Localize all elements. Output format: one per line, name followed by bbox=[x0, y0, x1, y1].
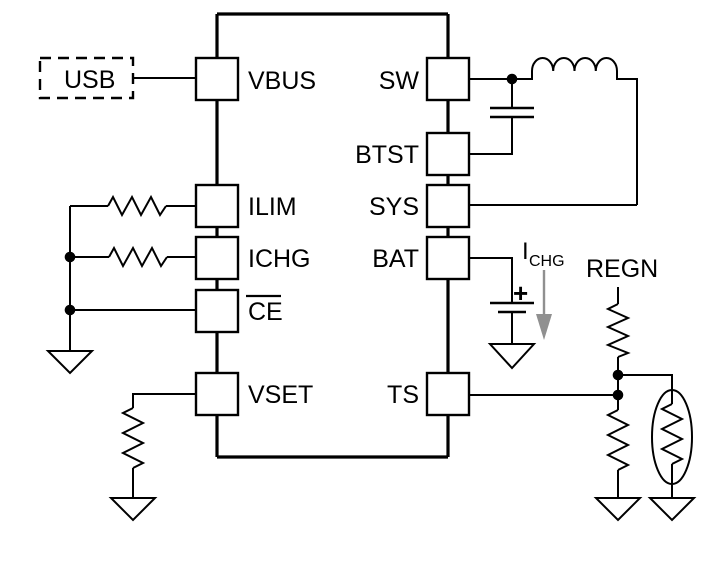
ground-vset bbox=[108, 497, 158, 522]
pin-label-ilim: ILIM bbox=[248, 193, 297, 221]
pin-box-btst bbox=[425, 131, 471, 177]
btst-capacitor bbox=[490, 106, 534, 119]
pin-box-ts bbox=[425, 371, 471, 417]
inductor-coil bbox=[531, 56, 618, 72]
charge-current-arrow bbox=[536, 270, 552, 340]
charge-current-subscript: CHG bbox=[529, 253, 565, 270]
thermistor-ntc bbox=[651, 389, 693, 485]
charge-current-symbol: I bbox=[522, 238, 529, 265]
resistor-ts-lower bbox=[605, 409, 631, 471]
ground-thermistor bbox=[647, 497, 697, 522]
pin-boxes bbox=[194, 56, 471, 417]
thermistor-zigzag bbox=[659, 403, 685, 465]
pin-label-ichg: ICHG bbox=[248, 245, 311, 273]
junction-dot-regn-upper bbox=[612, 369, 624, 381]
pin-label-ts: TS bbox=[387, 381, 419, 409]
resistors bbox=[107, 194, 631, 471]
pin-box-ilim bbox=[194, 183, 240, 229]
pin-box-vbus bbox=[194, 56, 240, 102]
ground-ts-divider bbox=[593, 497, 643, 522]
regn-label: REGN bbox=[586, 255, 658, 283]
wire-bat bbox=[469, 257, 513, 344]
junction-dot-ichg bbox=[64, 251, 76, 263]
pin-box-ichg bbox=[194, 235, 240, 281]
pin-label-ce: CE bbox=[248, 298, 283, 326]
resistor-vset bbox=[120, 407, 146, 469]
usb-connector: USB bbox=[38, 56, 135, 100]
ground-battery bbox=[487, 343, 537, 370]
charge-current-arrow-head bbox=[536, 314, 552, 340]
resistor-ichg bbox=[108, 245, 168, 269]
resistor-ilim bbox=[107, 194, 167, 218]
pin-box-vset bbox=[194, 371, 240, 417]
pin-label-sw: SW bbox=[379, 67, 420, 95]
wire-vset bbox=[132, 393, 196, 498]
junction-dots bbox=[64, 73, 624, 401]
pin-box-ce bbox=[194, 288, 240, 334]
resistor-regn-pullup bbox=[605, 303, 631, 358]
battery-cell: + bbox=[490, 278, 534, 314]
pin-label-vbus: VBUS bbox=[248, 67, 316, 95]
charge-current-annotation: I CHG bbox=[522, 238, 565, 340]
pin-box-sw bbox=[425, 56, 471, 102]
wire-inductor-right bbox=[616, 71, 638, 205]
pin-label-btst: BTST bbox=[355, 141, 419, 169]
usb-label: USB bbox=[64, 66, 115, 94]
ground-left-bus bbox=[45, 350, 95, 375]
junction-dot-ce bbox=[64, 304, 76, 316]
ground-symbols bbox=[45, 343, 697, 522]
thermistor-body bbox=[651, 389, 693, 485]
wire-sw-node bbox=[469, 71, 533, 80]
pin-box-bat bbox=[425, 235, 471, 281]
pin-labels: VBUS ILIM ICHG CE VSET SW BTST SYS BAT T… bbox=[246, 67, 419, 409]
usb-dashed-box bbox=[38, 56, 135, 100]
wires bbox=[69, 71, 673, 498]
pin-label-bat: BAT bbox=[372, 245, 419, 273]
ic-outline bbox=[215, 12, 450, 459]
junction-dot-sw-node bbox=[506, 73, 518, 85]
pin-label-sys: SYS bbox=[369, 193, 419, 221]
pin-box-sys bbox=[425, 183, 471, 229]
junction-dot-ts bbox=[612, 389, 624, 401]
pin-label-vset: VSET bbox=[248, 381, 313, 409]
battery-plus-label: + bbox=[513, 278, 528, 308]
